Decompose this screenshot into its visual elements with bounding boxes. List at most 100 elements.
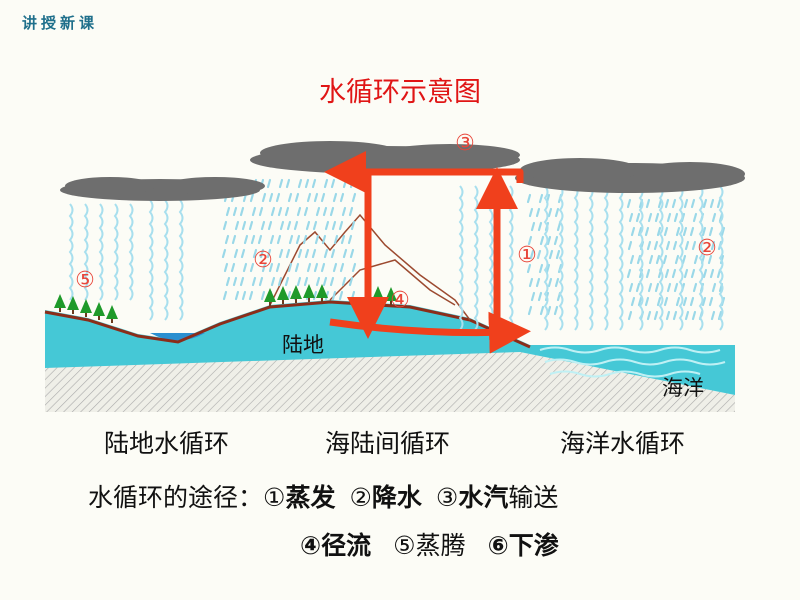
cloud-ocean [515,158,745,193]
rain-streak [673,212,679,223]
marker-transpiration: ⑤ [75,268,95,293]
rain-streak [628,212,634,223]
ocean-waves [539,346,726,378]
rain-streak [626,198,632,209]
rain-streak [224,234,230,245]
rain-streak [528,277,534,288]
cycle-arrows [324,151,531,354]
rain-streak [258,206,264,217]
rain-streak [295,234,301,245]
rain-streak [222,290,228,301]
category-land-cycle: 陆地水循环 [104,429,230,458]
rain-streak [711,282,717,293]
diagram-title: 水循环示意图 [319,77,481,108]
tree [372,286,384,300]
tree-trunk [321,298,323,302]
pathway-1-num: ① [263,483,286,512]
rain-streak [681,254,687,265]
rain-streak [311,178,317,189]
rain-streak [693,254,699,265]
rain-streak [313,262,319,273]
rain-streak [342,178,348,189]
rain-streak [547,277,553,288]
rain-streak [349,248,355,259]
pathway-2-num: ② [349,483,372,512]
rain-streak [261,262,267,273]
rain-streak [293,220,299,231]
vapor-wave [83,203,89,301]
rain-streak [547,207,553,218]
rain-streak [223,262,229,273]
rain-streak [261,192,267,203]
rain-streak [347,234,353,245]
rain-streak [720,226,726,237]
rain-streak [232,276,238,287]
rain-streak [231,234,237,245]
rain-streak [277,276,283,287]
rain-streak [530,291,536,302]
pathway-3-name-a: 水汽 [458,483,509,512]
rain-streak [555,249,561,260]
vapor-wave [163,199,169,321]
rain-streak [702,198,708,209]
rain-streak [275,262,281,273]
rain-streak [538,193,544,204]
rain-streak [287,192,293,203]
vapor-wave [638,185,644,331]
pathway-5: ⑤蒸腾 [393,531,466,560]
rain-streak [260,290,266,301]
rain-streak [331,290,337,301]
cloud-land [60,177,265,201]
tree-trunk [282,300,284,304]
rain-streak [248,290,254,301]
vapor-wave [68,203,74,301]
rain-streak [257,234,263,245]
rain-streak [248,220,254,231]
rain-streak [707,254,713,265]
rain-streak [277,206,283,217]
rain-streak [303,276,309,287]
rain-streak [653,240,659,251]
tree [106,305,118,319]
rain-streak [314,234,320,245]
rain-streak [666,282,672,293]
rain-streak [284,206,290,217]
tree [303,284,315,298]
rain-streak [296,206,302,217]
rain-streak [637,296,643,307]
rain-streak [260,220,266,231]
rain-streak [323,248,329,259]
rain-streak [635,282,641,293]
rain-streak [303,206,309,217]
rain-streak [230,262,236,273]
rain-streak [672,310,678,321]
rain-streak [654,282,660,293]
rain-streak [333,234,339,245]
vapor-wave [543,185,549,331]
rain-streak [690,198,696,209]
rain-streak [529,249,535,260]
rain-streak [241,220,247,231]
rain-streak [691,240,697,251]
marker-runoff: ④ [390,288,410,313]
rain-streak [692,212,698,223]
rain-streak [644,226,650,237]
rain-streak [663,296,669,307]
rain-streak [554,277,560,288]
vapor-wave [488,185,494,331]
vapor-wave [588,185,594,331]
rain-streak [233,248,239,259]
rain-streak [709,198,715,209]
rain-streak [710,240,716,251]
rain-streak [628,282,634,293]
rain-streak [657,198,663,209]
ocean-label: 海洋 [662,376,704,400]
rain-streak [252,248,258,259]
rain-streak [716,198,722,209]
rain-streak [330,248,336,259]
rain-streak [539,235,545,246]
rain-streak [653,310,659,321]
rain-streak [530,221,536,232]
rain-streak [341,206,347,217]
rain-streak [324,220,330,231]
